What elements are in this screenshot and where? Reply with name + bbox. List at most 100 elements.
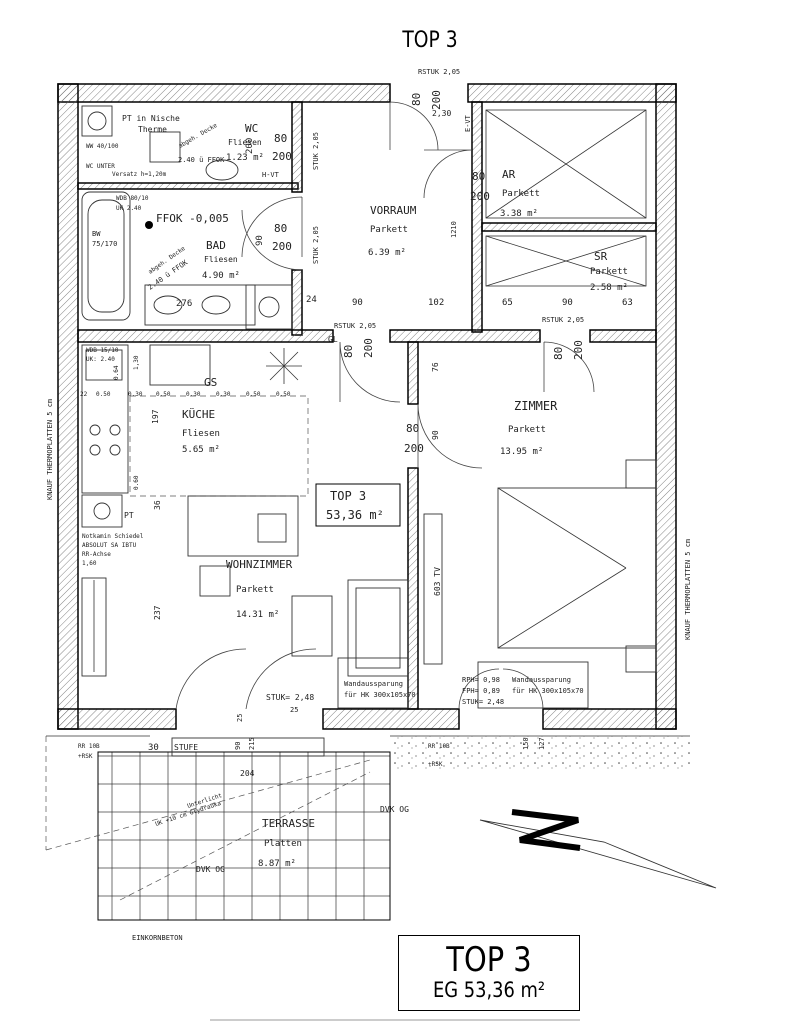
dim-90b: 90 (562, 298, 573, 308)
room-labels: WC Fliesen 1.23 m² BAD Fliesen 4.90 m² V… (182, 122, 628, 869)
kueche-floor: Fliesen (182, 429, 220, 439)
kueche-area: 5.65 m² (182, 445, 220, 455)
dim-80c: 80 (472, 170, 485, 183)
tv-board (423, 513, 443, 665)
wall-north-right (467, 83, 677, 103)
dim-80g: 80 (410, 93, 423, 106)
wall-north-left (57, 83, 391, 103)
wall-ar-vorraum (471, 101, 483, 333)
note-einkorn: EINKORNBETON (132, 934, 183, 942)
wall-wz-zimmer-top (407, 341, 419, 405)
legend-title: TOP 3 (446, 940, 532, 980)
note-stuk-wz: STUK= 2,48 (266, 693, 314, 702)
dim-200b: 200 (272, 240, 292, 253)
bathtub (81, 191, 131, 321)
door-bad (241, 209, 303, 271)
wall-west (57, 83, 79, 730)
dim-197: 197 (151, 409, 160, 424)
dim-90c: 90 (431, 430, 440, 440)
dim-200a: 200 (272, 150, 292, 163)
note-ffok: FFOK -0,005 (156, 212, 229, 225)
dim-204: 204 (240, 769, 255, 778)
kitchen-units (81, 344, 309, 677)
radiator-left (81, 577, 107, 677)
kitchen-island (129, 395, 309, 497)
dim-237: 237 (153, 605, 162, 620)
dim-80a: 80 (274, 132, 287, 145)
stufe (171, 737, 325, 757)
note-ww: WW 40/100 (86, 143, 119, 150)
dim-050b: 0.50 (156, 391, 171, 398)
door-entry (389, 101, 439, 151)
dim-63: 63 (622, 298, 633, 308)
dim-80e: 80 (552, 347, 565, 360)
note-knauf-left: KNAUF THERMOPLATTEN 5 cm (46, 399, 54, 500)
ar-floor: Parkett (502, 189, 540, 199)
wall-ar-sr (481, 222, 657, 232)
dim-90w: 90 (255, 235, 265, 246)
dim-24: 24 (306, 295, 317, 305)
wohnzimmer-floor: Parkett (236, 585, 274, 595)
wc-area: 1.23 m² (226, 153, 264, 163)
door-sr (543, 341, 595, 393)
door-wc (241, 196, 303, 258)
fan-icon (266, 348, 302, 384)
inner-walls (77, 101, 657, 710)
outer-walls (57, 83, 677, 730)
wc-floor: Fliesen (228, 138, 262, 147)
note-notkamin-2: ABSOLUT SA IBTU (82, 542, 137, 549)
dim-030b: 0.30 (186, 391, 201, 398)
note-rph: RPH= 0,98 (462, 676, 500, 684)
wall-bad-vorraum (291, 269, 303, 336)
note-stuk2: STUK 2,05 (312, 226, 320, 264)
vorraum-name: VORRAUM (370, 204, 417, 217)
note-notkamin-1: Notkamin Schiedel (82, 533, 144, 540)
note-wdb2: WDB 15/10 (86, 347, 119, 354)
note-abgeh-decke-1b: 2.40 ü FFOK (178, 156, 225, 164)
sr-area: 2.58 m² (590, 283, 628, 293)
zimmer-name: ZIMMER (514, 399, 558, 413)
note-rstuk3: RSTUK 2,05 (418, 68, 460, 76)
dim-36: 36 (153, 500, 162, 510)
unit-box: TOP 3 53,36 m² (315, 483, 401, 527)
sr-name: SR (594, 250, 608, 263)
door-zimmer (417, 403, 483, 469)
vanity (144, 284, 256, 326)
note-gs: GS (204, 376, 217, 389)
dimensions: 276 24 90 102 65 90 63 80 200 80 200 80 … (80, 90, 633, 778)
legend-area: EG 53,36 m² (432, 978, 546, 1002)
note-therme: Therme (138, 125, 167, 134)
dim-200w: 200 (245, 138, 255, 154)
wall-south-1 (57, 708, 177, 730)
coffee-table (291, 595, 333, 657)
therme (81, 105, 113, 137)
note-fph: FPH= 0,89 (462, 687, 500, 695)
unit-box-line2: 53,36 m² (326, 508, 384, 522)
dim-127: 127 (538, 737, 546, 750)
unit-box-line1: TOP 3 (330, 489, 366, 503)
note-hvt: H-VT (262, 171, 280, 179)
living-furniture (187, 495, 589, 709)
note-knauf-right: KNAUF THERMOPLATTEN 5 cm (684, 539, 692, 640)
dim-25b: 25 (290, 706, 298, 714)
wand-niche-zimmer (477, 661, 589, 709)
note-dvk1: DVK OG (380, 805, 409, 814)
dim-130: 1,30 (133, 355, 140, 370)
bath-fixtures (81, 105, 293, 330)
note-rstuk2: RSTUK 2,05 (542, 316, 584, 324)
sr-shelf (485, 235, 647, 287)
bad-area: 4.90 m² (202, 271, 240, 281)
wall-vorraum-zimmer (389, 329, 541, 343)
ar-name: AR (502, 168, 516, 181)
dim-050c: 0.50 (246, 391, 261, 398)
note-dvk2: DVK OG (196, 865, 225, 874)
note-pt: PT (124, 511, 134, 520)
legend-box: TOP 3 EG 53,36 m² (398, 935, 580, 1011)
dim-entry-230: 2,30 (432, 109, 451, 118)
note-rstuk1: RSTUK 2,05 (334, 322, 376, 330)
dim-90d: 90 (234, 742, 242, 750)
dim-25: 25 (236, 714, 244, 722)
dim-200e: 200 (572, 340, 585, 360)
note-pt-nische: PT in Nische (122, 114, 180, 123)
